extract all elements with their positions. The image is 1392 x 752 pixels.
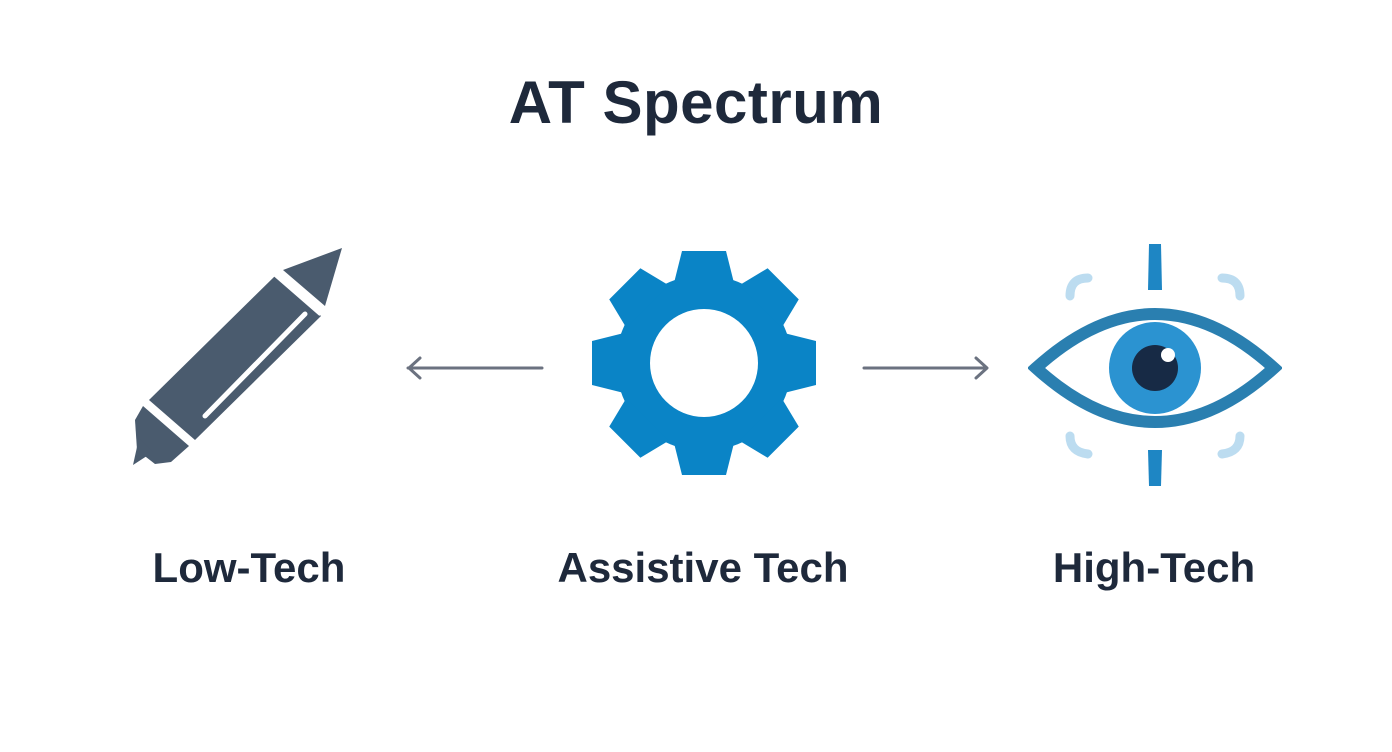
arrow-left-icon [406, 356, 544, 380]
label-low-tech: Low-Tech [152, 544, 346, 591]
diagram-title: AT Spectrum [508, 69, 884, 136]
eye-tracking-icon [1028, 244, 1282, 486]
label-high-tech: High-Tech [1052, 544, 1256, 591]
gear-icon [592, 251, 816, 475]
pencil-icon [133, 248, 342, 465]
label-assistive-tech: Assistive Tech [557, 544, 849, 591]
arrow-right-icon [862, 356, 989, 380]
